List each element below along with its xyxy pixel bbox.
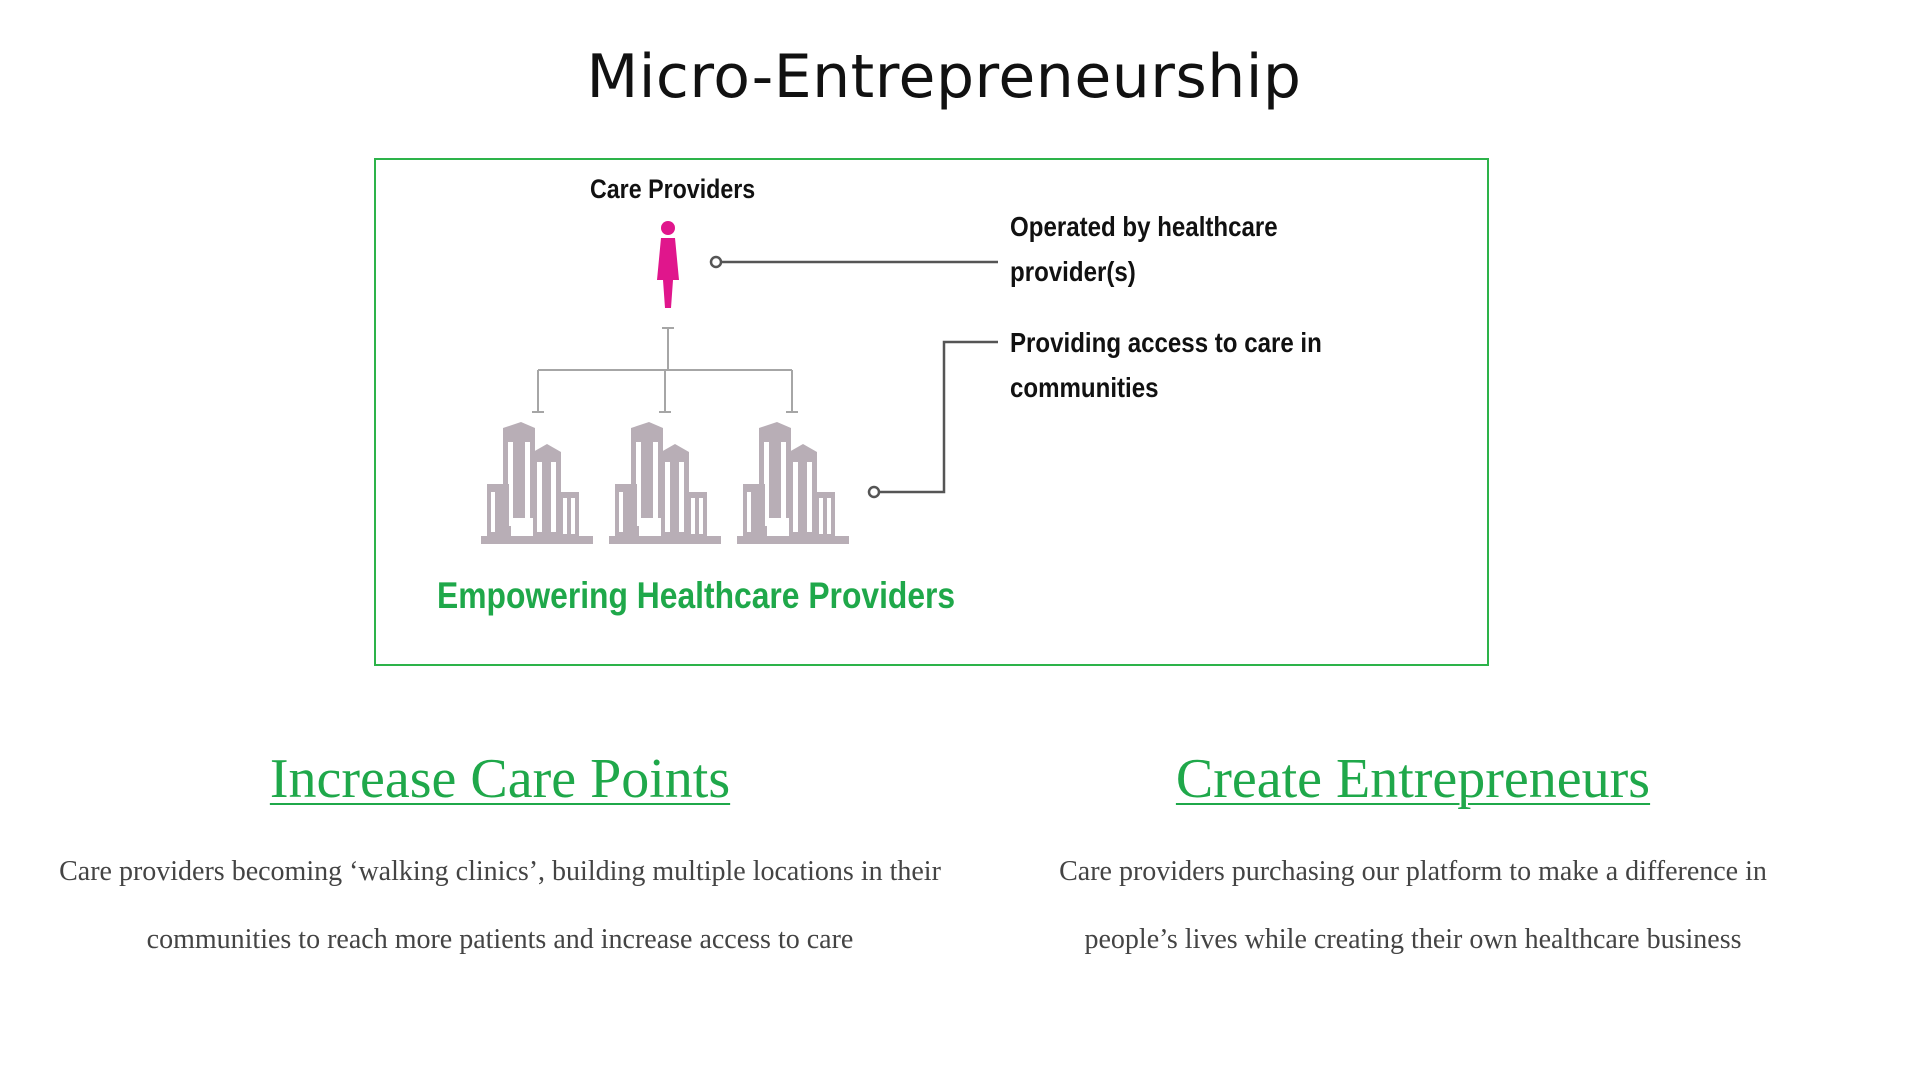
building-icon <box>737 422 849 544</box>
callout-operated-line1: Operated by healthcare <box>1010 211 1278 242</box>
care-providers-label: Care Providers <box>590 174 756 204</box>
building-icon <box>481 422 593 544</box>
body-create-entrepreneurs: Care providers purchasing our platform t… <box>963 838 1863 974</box>
callout-operated-line2: provider(s) <box>1010 256 1136 287</box>
body-line: Care providers becoming ‘walking clinics… <box>59 856 941 887</box>
hierarchy-connector <box>532 327 798 413</box>
callout-connector-operated <box>709 255 998 269</box>
empowering-label: Empowering Healthcare Providers <box>437 575 956 616</box>
callout-access-line1: Providing access to care in <box>1010 327 1322 358</box>
page-title: Micro-Entrepreneurship <box>586 42 1302 112</box>
diagram-panel <box>374 158 1489 666</box>
callout-connector-access <box>867 340 998 499</box>
body-increase-care-points: Care providers becoming ‘walking clinics… <box>50 838 950 974</box>
body-line: Care providers purchasing our platform t… <box>1059 856 1767 887</box>
callout-access-line2: communities <box>1010 372 1159 403</box>
body-line: people’s lives while creating their own … <box>1084 924 1742 955</box>
heading-create-entrepreneurs: Create Entrepreneurs <box>1175 748 1651 810</box>
heading-increase-care-points: Increase Care Points <box>269 748 731 810</box>
body-line: communities to reach more patients and i… <box>146 924 854 955</box>
callout-access: Providing access to care in communities <box>1010 320 1322 410</box>
callout-operated: Operated by healthcare provider(s) <box>1010 204 1278 294</box>
building-icon <box>609 422 721 544</box>
person-icon <box>657 221 679 308</box>
